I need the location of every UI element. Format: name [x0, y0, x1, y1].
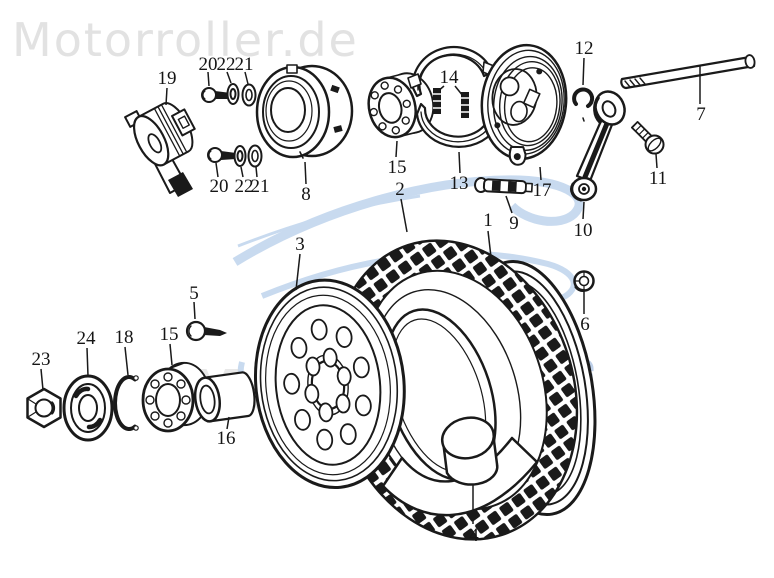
- part-label-22-top: 22: [217, 54, 236, 75]
- part-label-20-bottom: 20: [210, 176, 229, 197]
- leader-lines: [40, 57, 701, 524]
- part-label-21-bottom: 21: [251, 176, 270, 197]
- brake-shoes-13-14: [407, 45, 497, 148]
- part-label-12: 12: [575, 38, 594, 59]
- bolt-5: [185, 320, 227, 342]
- spacer-16: [193, 371, 256, 423]
- part-label-13: 13: [450, 173, 469, 194]
- part-label-11: 11: [649, 168, 667, 189]
- adjuster-pin-9: [474, 177, 533, 195]
- screw-washer-set-bottom: [207, 144, 263, 168]
- front-rim-3: [253, 278, 406, 490]
- part-labels: 19 20 22 21 20 22 21 8 15 2 14 13 17 12 …: [32, 38, 706, 546]
- part-label-7: 7: [696, 104, 706, 125]
- circlip-12: [572, 87, 595, 122]
- nut-6: [573, 270, 595, 292]
- part-label-23: 23: [32, 349, 51, 370]
- part-label-2: 2: [395, 179, 405, 200]
- part-label-9: 9: [509, 213, 519, 234]
- circlip-18: [113, 375, 139, 431]
- part-label-16: 16: [217, 428, 236, 449]
- part-label-8: 8: [301, 184, 311, 205]
- part-label-1: 1: [483, 210, 493, 231]
- inner-tube-4: [381, 416, 539, 517]
- seal-bearing-24: [62, 374, 114, 442]
- part-label-24: 24: [77, 328, 97, 349]
- part-label-5: 5: [189, 283, 199, 304]
- part-label-18: 18: [115, 327, 134, 348]
- bolt-11: [631, 121, 665, 155]
- brake-arm-10: [570, 90, 626, 202]
- top-watermark-text: Motorroller.de: [12, 13, 359, 67]
- part-label-22-bottom: 22: [235, 176, 254, 197]
- screw-washer-set-top: [201, 83, 257, 107]
- brake-shoe-springs-14: [433, 88, 469, 118]
- axle-nut-23: [26, 387, 62, 429]
- part-label-21-top: 21: [235, 54, 254, 75]
- part-label-15-top: 15: [388, 157, 407, 178]
- part-label-3: 3: [295, 234, 305, 255]
- part-label-19: 19: [158, 68, 177, 89]
- part-label-4: 4: [469, 525, 479, 546]
- part-label-6: 6: [580, 314, 590, 335]
- part-label-14: 14: [440, 67, 460, 88]
- speedometer-drive-19: [124, 102, 196, 197]
- brake-drum-8: [255, 64, 354, 159]
- axle-7: [620, 54, 756, 90]
- part-label-17: 17: [533, 180, 552, 201]
- part-label-10: 10: [574, 220, 593, 241]
- brake-plate-17: [480, 43, 568, 166]
- part-label-15-bottom: 15: [160, 324, 179, 345]
- part-label-20-top: 20: [199, 54, 218, 75]
